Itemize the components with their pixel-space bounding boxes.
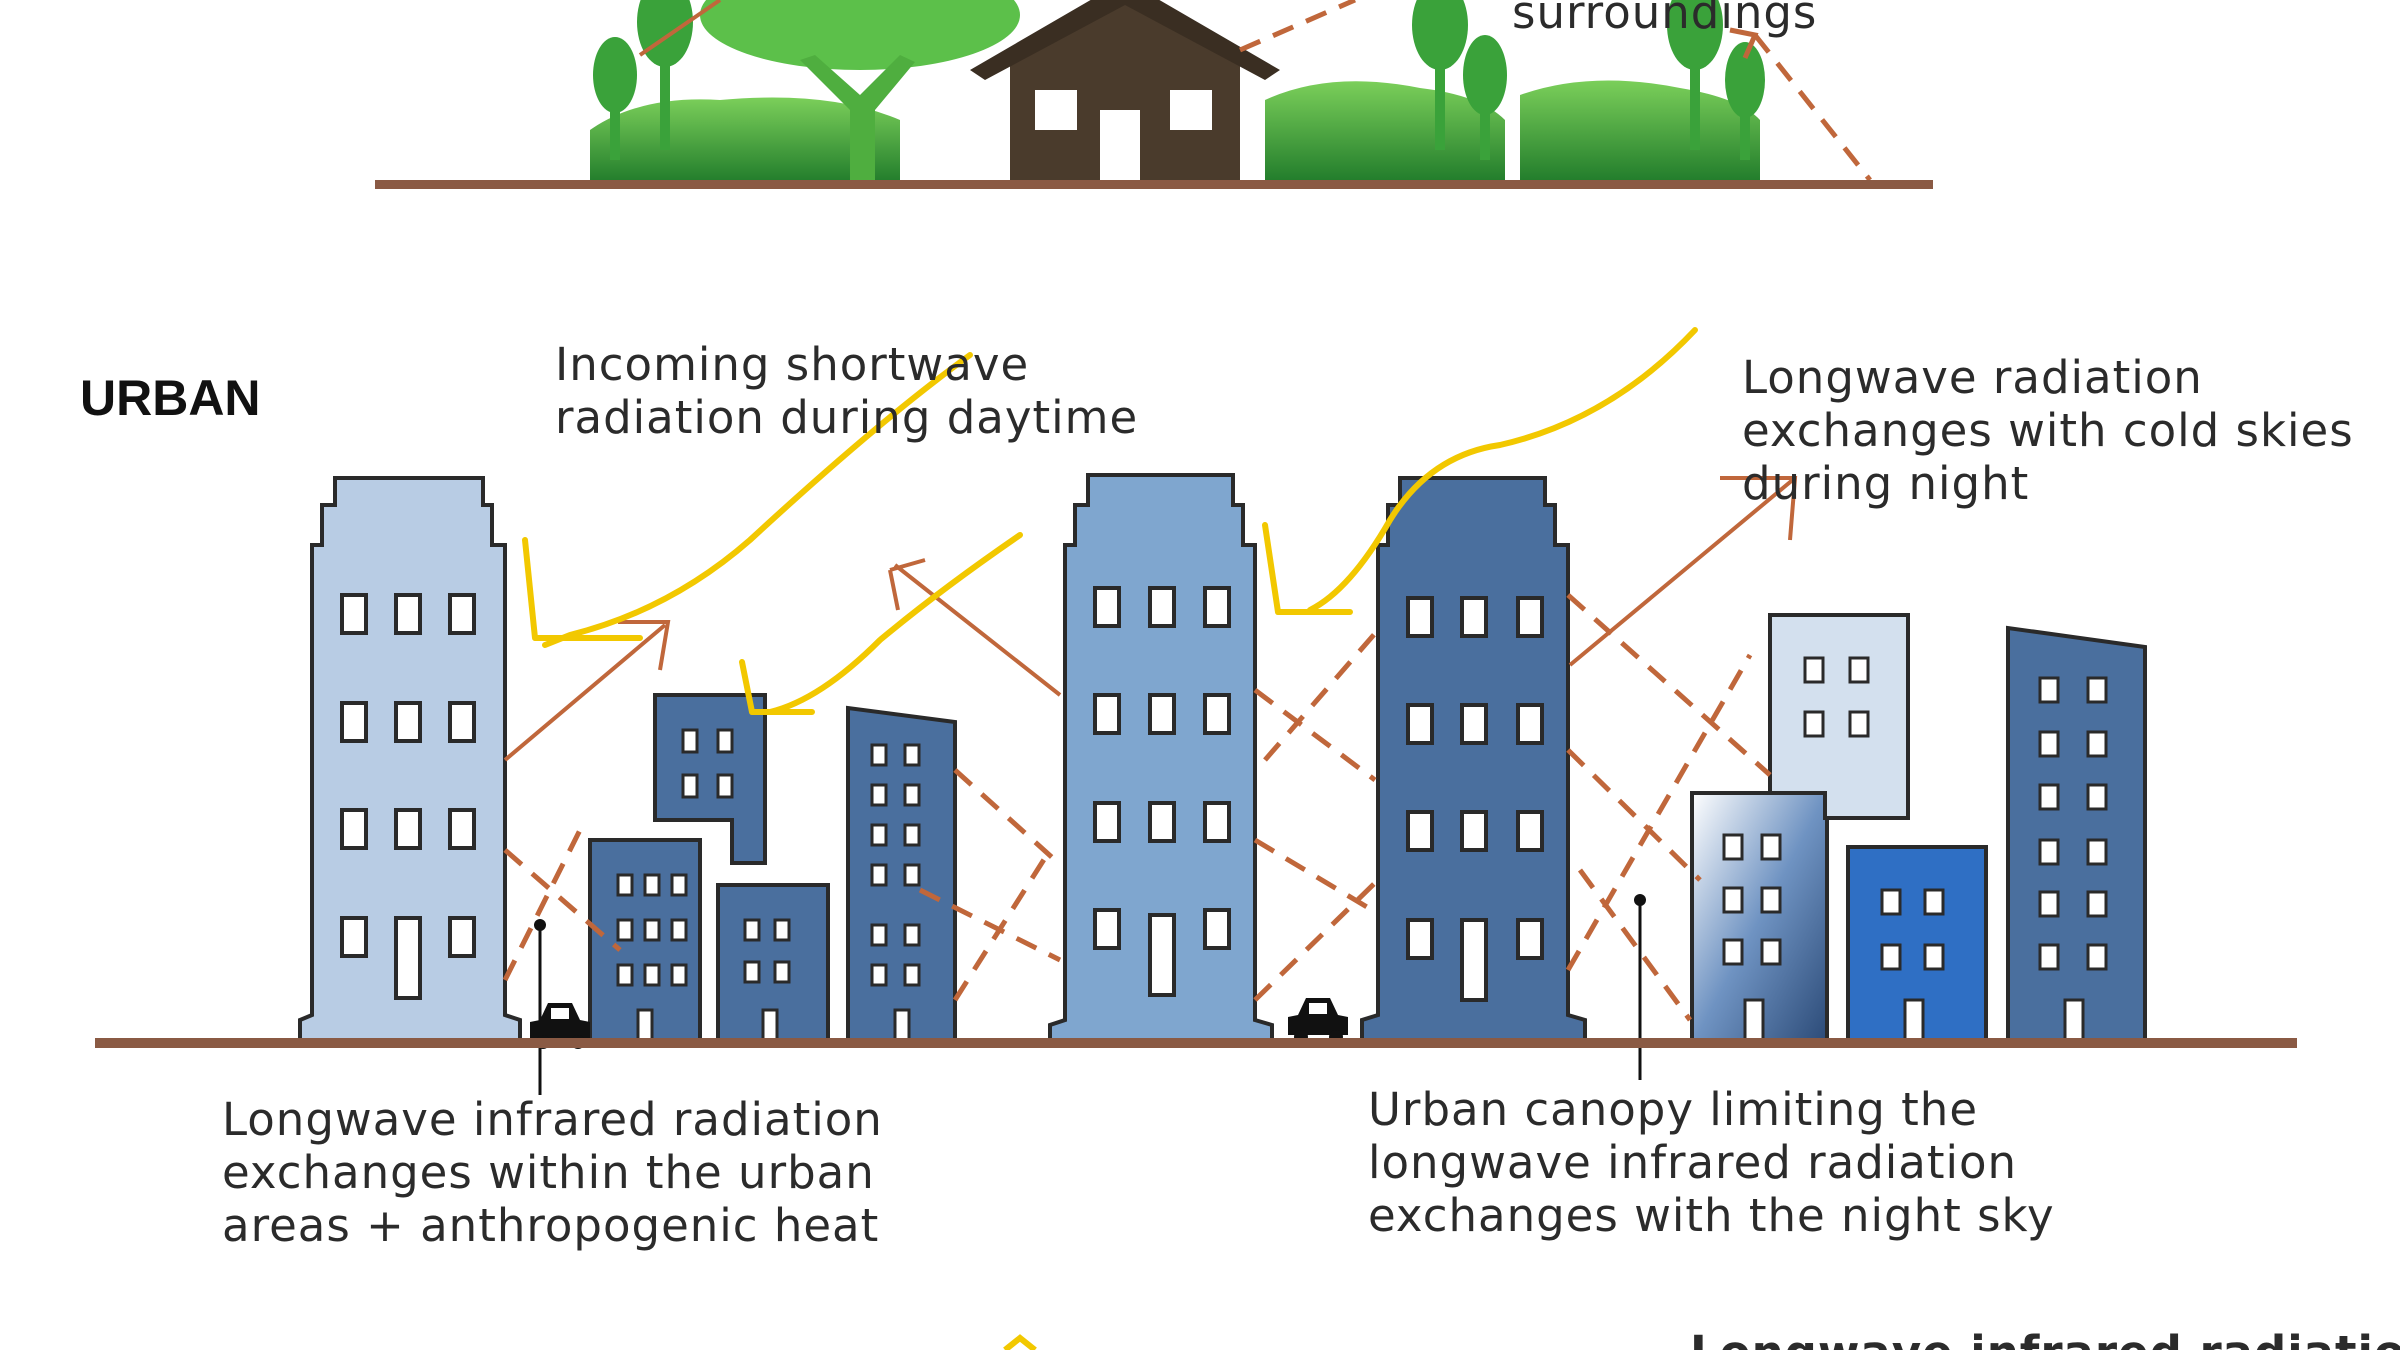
label-cold-skies: Longwave radiation exchanges with cold s… <box>1742 351 2369 510</box>
shortwave-arrow-2-head <box>739 659 815 715</box>
label-incoming-shortwave: Incoming shortwave radiation during dayt… <box>555 338 1138 444</box>
rural-small-tree-5 <box>1667 0 1723 150</box>
rural-small-tree-6 <box>1725 42 1765 160</box>
bottom-section-partial: Longwave infrared radiation <box>1003 1326 2400 1350</box>
label-within-urban: Longwave infrared radiation exchanges wi… <box>222 1093 898 1252</box>
longwave-exchange-arrows <box>502 593 1772 1022</box>
rural-small-tree-4 <box>1463 35 1507 160</box>
longwave-dashed-10 <box>1566 593 1772 777</box>
longwave-dashed-9 <box>1263 628 1380 762</box>
label-cold-skies-line-3: during night <box>1742 457 2029 510</box>
longwave-dashed-7 <box>1253 878 1380 1002</box>
label-within-urban-line-1: Longwave infrared radiation <box>222 1093 883 1146</box>
label-within-urban-line-2: exchanges within the urban <box>222 1146 875 1199</box>
label-urban-canopy: Urban canopy limiting the longwave infra… <box>1368 1083 2055 1242</box>
building-dark-slanted <box>846 705 957 1047</box>
rural-small-tree-3 <box>1412 0 1468 150</box>
bottom-caption-partial: Longwave infrared radiation <box>1690 1326 2400 1350</box>
longwave-dashed-4 <box>952 848 1053 1002</box>
label-cold-skies-line-2: exchanges with cold skies <box>1742 404 2354 457</box>
building-tall-light-left <box>298 476 522 1047</box>
urban-scene: URBAN <box>80 327 2369 1252</box>
label-urban-canopy-line-3: exchanges with the night sky <box>1368 1189 2055 1242</box>
building-dark-right-tall <box>2006 625 2147 1047</box>
rural-ground-line <box>375 180 1933 189</box>
longwave-dashed-2 <box>502 828 583 982</box>
urban-ground-line <box>95 1038 2297 1048</box>
reflect-arrow-left <box>503 620 671 762</box>
building-dark-l-shape <box>653 693 767 865</box>
longwave-dashed-8 <box>1253 837 1374 913</box>
shortwave-arrows <box>522 327 1698 715</box>
shortwave-arrow-1-head <box>522 537 643 641</box>
building-bright-blue <box>1846 845 1988 1047</box>
rural-longwave-arrow-3 <box>638 0 722 57</box>
shortwave-arrow-3-head <box>1262 522 1353 615</box>
bottom-yellow-arrow-tip <box>1003 1334 1037 1350</box>
longwave-dashed-6 <box>1253 688 1377 782</box>
reflect-arrow-center <box>888 558 1062 697</box>
label-incoming-shortwave-line-1: Incoming shortwave <box>555 338 1029 391</box>
label-cold-skies-line-1: Longwave radiation <box>1742 351 2203 404</box>
rural-longwave-arrow-2 <box>1753 33 1872 182</box>
label-incoming-shortwave-line-2: radiation during daytime <box>555 391 1138 444</box>
building-gradient-short <box>1690 791 1829 1047</box>
rural-big-tree <box>700 0 1020 185</box>
longwave-dashed-5 <box>918 887 1062 963</box>
longwave-dashed-1 <box>503 848 622 952</box>
sky-arrow-right <box>1568 476 1798 667</box>
rural-hill-right <box>1520 80 1760 185</box>
rural-scene: surroundings <box>375 0 1933 189</box>
urban-heading: URBAN <box>80 370 261 426</box>
label-within-urban-line-3: areas + anthropogenic heat <box>222 1199 879 1252</box>
rural-arrow-head <box>1729 27 1759 59</box>
building-dark-short-2 <box>716 883 830 1047</box>
label-urban-canopy-line-2: longwave infrared radiation <box>1368 1136 2017 1189</box>
label-urban-canopy-line-1: Urban canopy limiting the <box>1368 1083 1978 1136</box>
rural-small-tree-2 <box>637 0 693 150</box>
shortwave-arrow-2 <box>767 532 1023 715</box>
building-tall-mid-center <box>1048 473 1274 1047</box>
longwave-dashed-11 <box>1566 748 1702 882</box>
building-dark-short-1 <box>588 838 702 1047</box>
pointer-line-left <box>534 919 546 1095</box>
longwave-dashed-12 <box>1565 653 1753 972</box>
pointer-line-right <box>1634 894 1646 1080</box>
rural-house <box>970 0 1280 185</box>
rural-small-tree-1 <box>593 37 637 160</box>
shortwave-arrow-1 <box>542 352 973 648</box>
longwave-dashed-13 <box>1577 868 1693 1022</box>
rural-caption-partial: surroundings <box>1512 0 1817 39</box>
car-center <box>1288 998 1348 1044</box>
shortwave-arrow-3 <box>1307 327 1698 613</box>
building-tall-dark-center <box>1360 476 1587 1047</box>
longwave-solid-arrows <box>503 476 1798 762</box>
building-pale-step <box>1768 613 1910 820</box>
rural-longwave-arrow-1 <box>1239 0 1356 53</box>
longwave-dashed-3 <box>953 768 1057 862</box>
